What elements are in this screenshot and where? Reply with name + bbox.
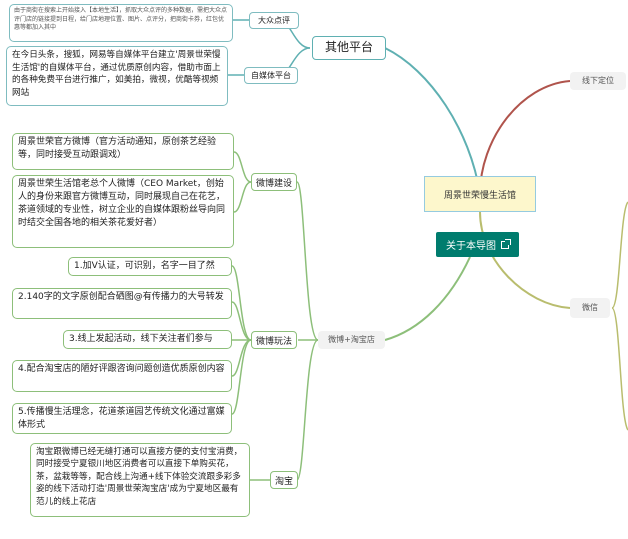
node-weibo-build[interactable]: 微博建设 bbox=[251, 173, 297, 191]
node-weibo-play[interactable]: 微博玩法 bbox=[251, 331, 297, 349]
node-dianping[interactable]: 大众点评 bbox=[249, 12, 299, 29]
branch-wechat[interactable]: 微信 bbox=[570, 298, 610, 318]
weibo-play-item-3: 3.线上发起活动，线下关注者们参与 bbox=[63, 330, 232, 349]
about-label: 关于本导图 bbox=[446, 241, 496, 252]
branch-other-platforms[interactable]: 其他平台 bbox=[312, 36, 386, 60]
weibo-play-item-1: 1.加V认证，可识别，名字一目了然 bbox=[68, 257, 232, 276]
node-taobao[interactable]: 淘宝 bbox=[270, 471, 298, 489]
taobao-text: 淘宝跟微博已经无缝打通可以直接方便的支付宝消费，同时接受宁夏银川地区消费者可以直… bbox=[30, 443, 250, 517]
weibo-play-item-4: 4.配合淘宝店的陋好评跟咨询问题创造优质原创内容 bbox=[12, 360, 232, 392]
branch-offline[interactable]: 线下定位 bbox=[570, 72, 626, 90]
weibo-build-item-1: 周景世荣官方微博（官方活动通知，原创茶艺经验等，同时接受互动跟调戏） bbox=[12, 133, 234, 170]
weibo-play-item-5: 5.传播慢生活理念，花道茶道园艺传统文化通过富媒体形式 bbox=[12, 403, 232, 434]
external-link-icon bbox=[501, 238, 511, 249]
about-map-button[interactable]: 关于本导图 bbox=[436, 232, 519, 257]
weibo-play-item-2: 2.140字的文字原创配合硒图@有传播力的大号转发 bbox=[12, 288, 232, 319]
center-topic[interactable]: 周景世荣慢生活馆 bbox=[424, 176, 536, 212]
branch-weibo-taobao[interactable]: 微博+淘宝店 bbox=[318, 331, 385, 349]
center-title: 周景世荣慢生活馆 bbox=[443, 190, 516, 201]
dianping-text: 由于商街在搜索上开始接入【本地生活】，抓取大众点评的多种数据，需把大众点评门店的… bbox=[9, 4, 233, 42]
self-media-text: 在今日头条，搜狐，网易等自媒体平台建立'周景世荣慢生活馆'的自媒体平台，通过优质… bbox=[6, 46, 228, 106]
weibo-build-item-2: 周景世荣生活馆老总个人微博（CEO Market，创始人的身份来跟官方微博互动，… bbox=[12, 175, 234, 248]
node-self-media[interactable]: 自媒体平台 bbox=[244, 67, 298, 84]
